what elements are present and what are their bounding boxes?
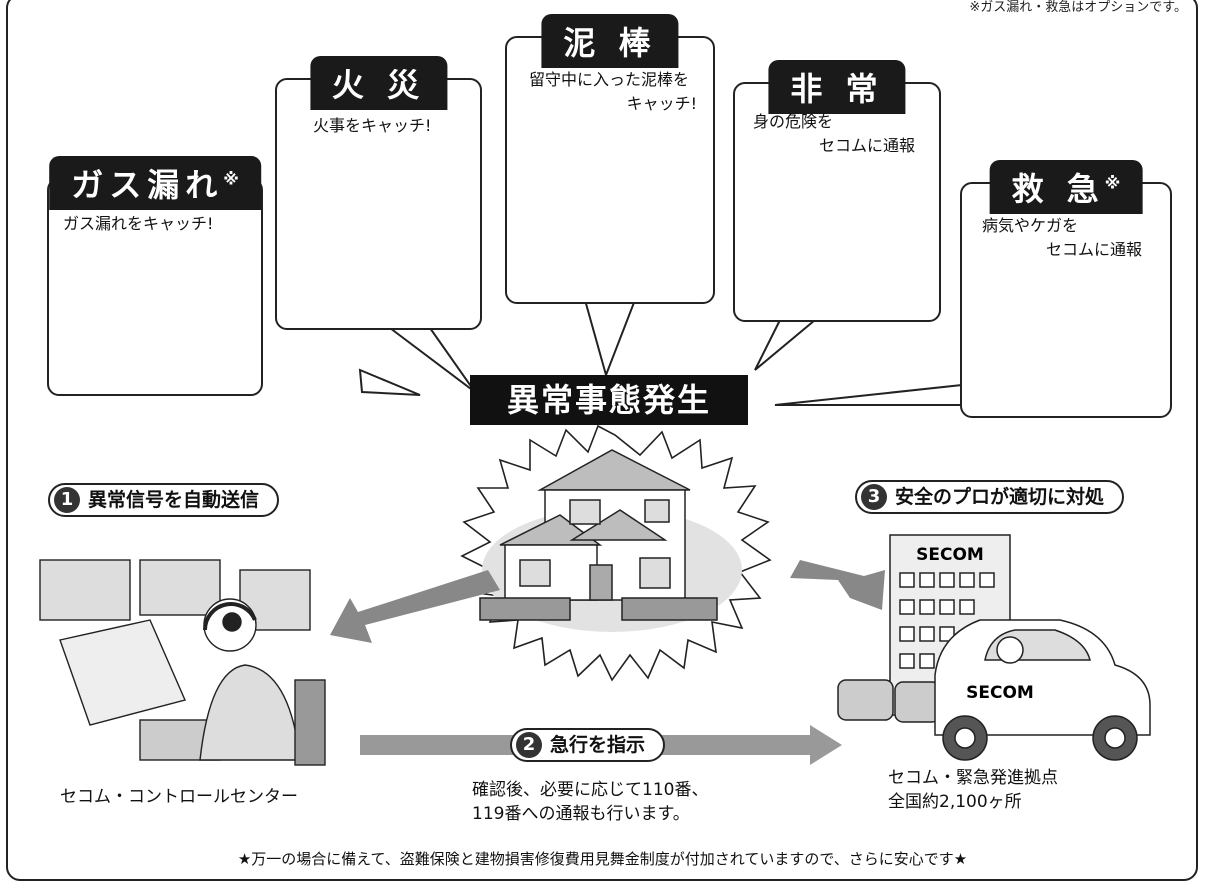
bubble-burglar-text-1: 留守中に入った泥棒を bbox=[529, 70, 690, 89]
depot-caption-1: セコム・緊急発進拠点 bbox=[888, 768, 1058, 788]
option-note: ※ガス漏れ・救急はオプションです。 bbox=[969, 0, 1187, 15]
depot-scene bbox=[837, 534, 1151, 761]
bubble-fire: 火 災 火事をキャッチ! bbox=[275, 56, 482, 330]
bubble-gas-title: ガス漏れ※ bbox=[49, 156, 261, 210]
bubble-burglar-text-2: キャッチ! bbox=[626, 94, 697, 113]
arrow-to-control bbox=[330, 570, 500, 643]
bubble-gas-text: ガス漏れをキャッチ! bbox=[63, 214, 214, 233]
arrow-to-house bbox=[790, 560, 885, 610]
depot-caption-2: 全国約2,100ヶ所 bbox=[888, 792, 1022, 812]
step-1-number: 1 bbox=[54, 487, 80, 513]
control-center-scene bbox=[39, 559, 326, 766]
house-illustration bbox=[479, 449, 742, 632]
bubble-gas: ガス漏れ※ ガス漏れをキャッチ! bbox=[47, 156, 263, 396]
bubble-ambulance: 救 急※ 病気やケガを セコムに通報 bbox=[960, 160, 1172, 418]
step-2-pill: 2 急行を指示 bbox=[510, 728, 666, 762]
tail-gas bbox=[358, 368, 421, 396]
bubble-ambulance-title: 救 急※ bbox=[989, 160, 1143, 214]
arrow-instruct-head bbox=[810, 725, 842, 765]
step-3-label: 安全のプロが適切に対処 bbox=[895, 486, 1105, 508]
footer-note: ★万一の場合に備えて、盗難保険と建物損害修復費用見舞金制度が付加されていますので… bbox=[237, 850, 968, 868]
bubble-fire-text: 火事をキャッチ! bbox=[313, 116, 432, 135]
bubble-burglar: 泥 棒 留守中に入った泥棒を キャッチ! bbox=[505, 14, 715, 304]
bubble-fire-title: 火 災 bbox=[309, 56, 448, 110]
bubble-emergency: 非 常 身の危険を セコムに通報 bbox=[733, 60, 941, 322]
incident-label: 異常事態発生 bbox=[470, 375, 748, 425]
step-1-pill: 1 異常信号を自動送信 bbox=[48, 483, 280, 517]
bubble-emergency-text-2: セコムに通報 bbox=[818, 136, 915, 155]
instruct-caption-1: 確認後、必要に応じて110番、 bbox=[472, 780, 709, 800]
tail-burglar bbox=[583, 299, 637, 379]
instruct-caption-2: 119番への通報も行います。 bbox=[472, 804, 690, 824]
outer-frame bbox=[6, 0, 1198, 881]
bubble-ambulance-text-1: 病気やケガを bbox=[982, 216, 1079, 235]
building-sign: SECOM bbox=[916, 545, 984, 565]
step-3-number: 3 bbox=[861, 484, 887, 510]
control-center-caption: セコム・コントロールセンター bbox=[60, 787, 298, 807]
tail-fire bbox=[387, 327, 476, 393]
bubble-burglar-title: 泥 棒 bbox=[541, 14, 679, 68]
bubble-emergency-title: 非 常 bbox=[768, 60, 906, 114]
tail-emergency bbox=[754, 319, 818, 371]
bubble-ambulance-text-2: セコムに通報 bbox=[1045, 240, 1142, 259]
step-2-number: 2 bbox=[516, 732, 542, 758]
step-3-pill: 3 安全のプロが適切に対処 bbox=[855, 480, 1125, 514]
car-sign: SECOM bbox=[966, 683, 1034, 703]
step-2-label: 急行を指示 bbox=[550, 734, 646, 756]
bubble-emergency-text-1: 身の危険を bbox=[753, 112, 834, 131]
tail-ambulance bbox=[774, 383, 963, 406]
step-1-label: 異常信号を自動送信 bbox=[88, 489, 260, 511]
